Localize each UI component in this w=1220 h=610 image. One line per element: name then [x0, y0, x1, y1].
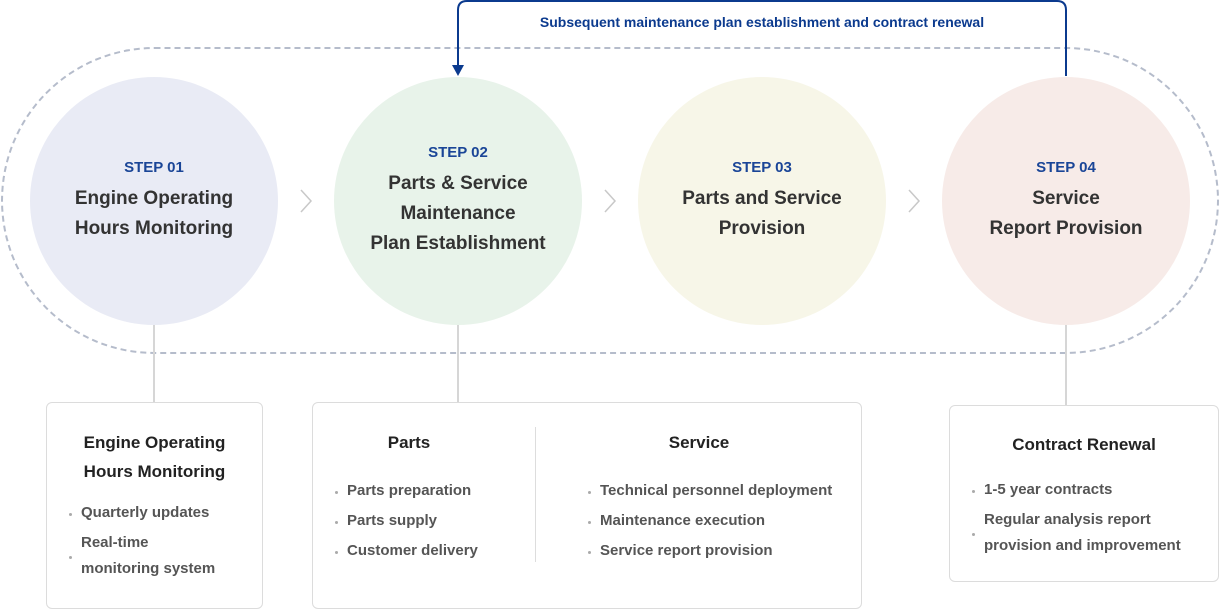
step-number: STEP 02 — [428, 143, 488, 161]
card-title: Service — [668, 433, 730, 452]
list-item-line: provision and improvement — [984, 537, 1181, 554]
step-03-circle: STEP 03 Parts and Service Provision — [638, 77, 886, 325]
step-title-line: Plan Establishment — [370, 232, 546, 254]
step-title-line: Engine Operating — [74, 187, 234, 209]
detail-list: 1-5 year contracts Regular analysis repo… — [970, 477, 1218, 559]
arrow-head-icon — [452, 65, 464, 76]
step-title-line: Service — [1032, 187, 1100, 209]
step-number: STEP 01 — [124, 158, 184, 176]
step-title-line: Parts & Service — [388, 172, 528, 194]
card-title: Contract Renewal — [1012, 435, 1156, 454]
list-item: Parts preparation — [333, 476, 505, 506]
connector-line — [1065, 325, 1067, 405]
step-title-line: Hours Monitoring — [74, 217, 234, 239]
contract-detail-card: Contract Renewal 1-5 year contracts Regu… — [949, 405, 1219, 582]
step-01-circle: STEP 01 Engine Operating Hours Monitorin… — [30, 77, 278, 325]
list-item: Real-time monitoring system — [67, 530, 262, 582]
step-02-circle: STEP 02 Parts & Service Maintenance Plan… — [334, 77, 582, 325]
list-item-line: Regular analysis report — [984, 511, 1151, 528]
list-item: Regular analysis report provision and imp… — [970, 507, 1218, 559]
connector-line — [457, 325, 459, 402]
step-04-circle: STEP 04 Service Report Provision — [942, 77, 1190, 325]
list-item: Maintenance execution — [586, 506, 862, 536]
feedback-arrow-label: Subsequent maintenance plan establishmen… — [539, 14, 985, 30]
service-column: Service Technical personnel deployment M… — [536, 428, 862, 566]
card-title: Engine Operating — [83, 433, 226, 452]
list-item-line: monitoring system — [81, 560, 216, 577]
chevron-right-icon — [604, 189, 617, 213]
chevron-right-icon — [300, 189, 313, 213]
chevron-right-icon — [908, 189, 921, 213]
card-title: Hours Monitoring — [83, 462, 226, 481]
parts-service-detail-card: Parts Parts preparation Parts supply Cus… — [312, 402, 862, 609]
detail-list: Technical personnel deployment Maintenan… — [586, 476, 862, 566]
list-item: Technical personnel deployment — [586, 476, 862, 506]
step-number: STEP 03 — [732, 158, 792, 176]
feedback-arrow — [452, 0, 1067, 76]
card-title-block: Engine Operating Hours Monitoring — [47, 428, 262, 486]
list-item: Parts supply — [333, 506, 505, 536]
step-number: STEP 04 — [1036, 158, 1096, 176]
list-item: Customer delivery — [333, 536, 505, 566]
monitoring-detail-card: Engine Operating Hours Monitoring Quarte… — [46, 402, 263, 609]
process-loop-outline — [1, 47, 1219, 354]
detail-list: Parts preparation Parts supply Customer … — [333, 476, 505, 566]
detail-list: Quarterly updates Real-time monitoring sy… — [67, 500, 262, 582]
step-title-line: Parts and Service — [682, 187, 842, 209]
step-title-line: Maintenance — [400, 202, 516, 224]
step-title-line: Provision — [718, 217, 806, 239]
list-item: Quarterly updates — [67, 500, 262, 526]
column-divider — [535, 427, 536, 562]
step-title-line: Report Provision — [989, 217, 1143, 239]
list-item-line: Real-time — [81, 534, 149, 551]
list-item: 1-5 year contracts — [970, 477, 1218, 503]
connector-line — [153, 325, 155, 402]
card-title: Parts — [387, 433, 431, 452]
parts-column: Parts Parts preparation Parts supply Cus… — [313, 428, 505, 566]
list-item: Service report provision — [586, 536, 862, 566]
